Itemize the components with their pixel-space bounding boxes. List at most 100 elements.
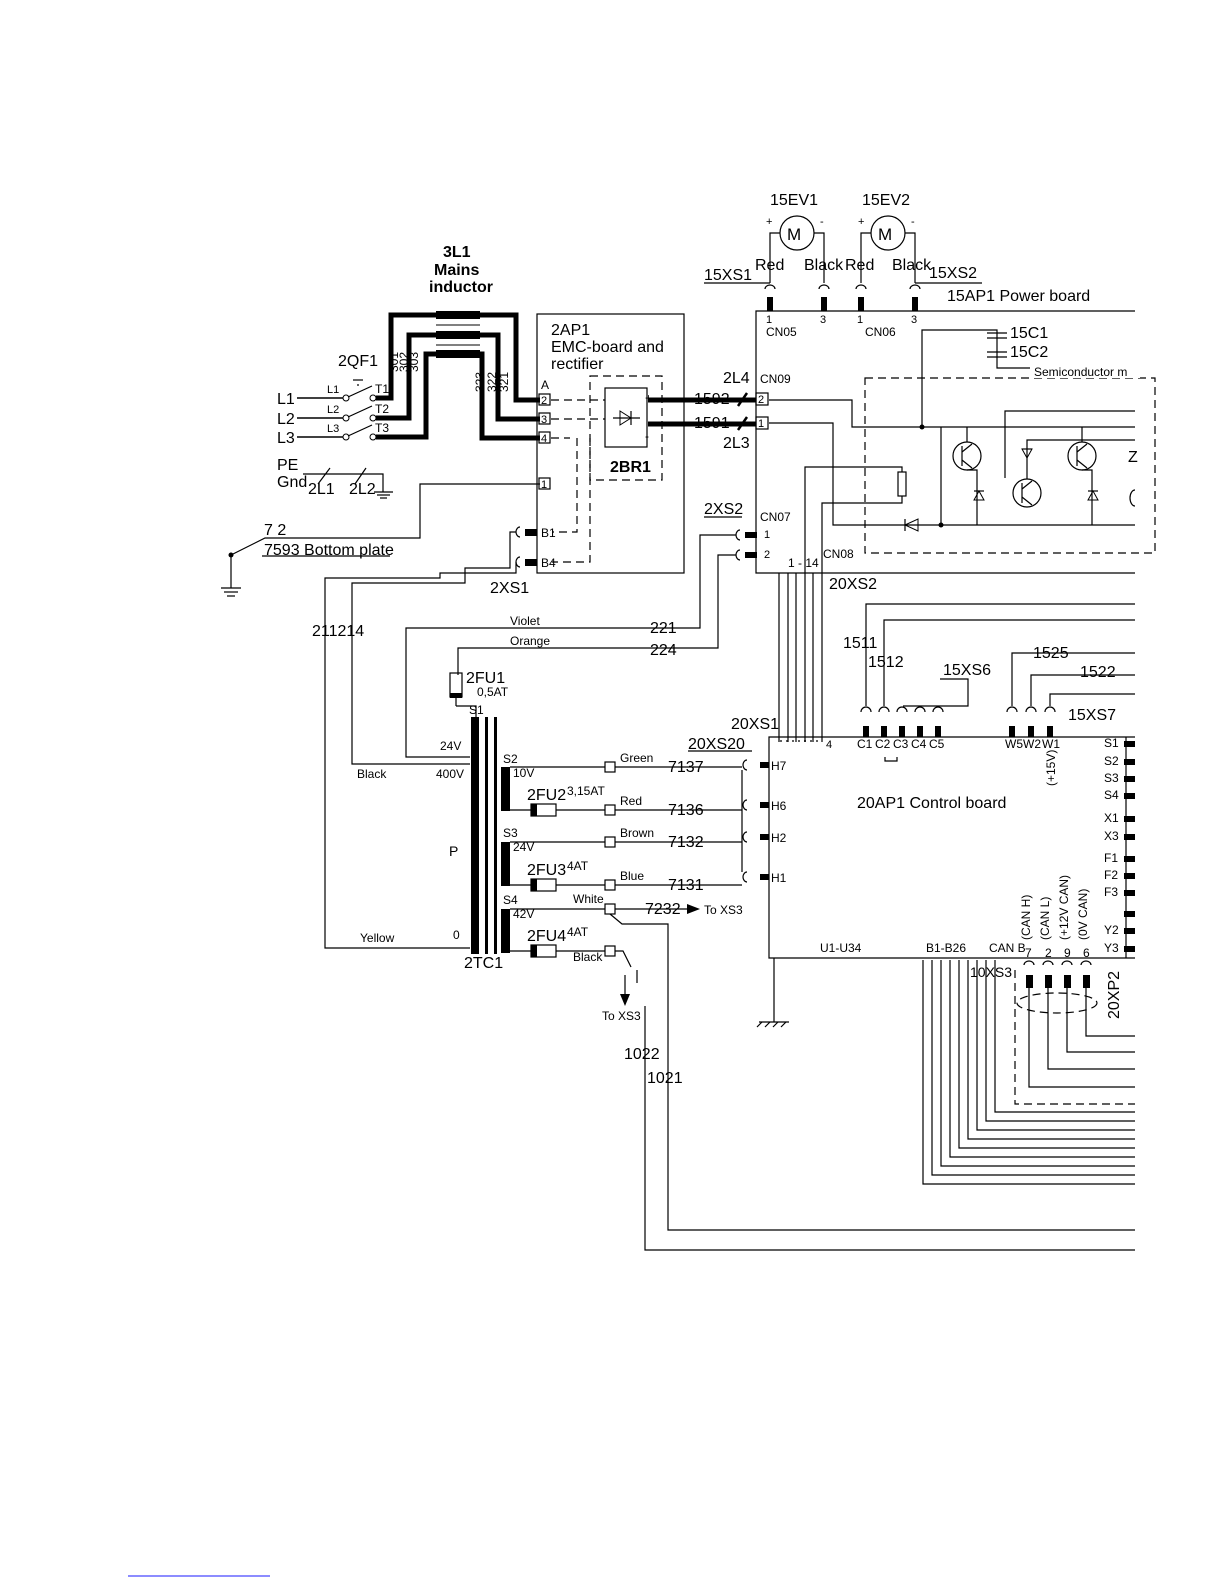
pin-f3: F3 bbox=[1104, 885, 1118, 899]
fan2-plus: + bbox=[858, 216, 864, 228]
pin-h6: H6 bbox=[771, 799, 787, 813]
fan2-black: Black bbox=[892, 257, 932, 274]
xs2-supply: 2XS2 Violet 221 Orange 224 bbox=[405, 501, 743, 758]
can-pin-2: 2 bbox=[1045, 946, 1052, 960]
wire-224: 224 bbox=[650, 642, 677, 659]
cn07-pin2: 2 bbox=[764, 549, 770, 561]
wire-7132: 7132 bbox=[668, 834, 704, 851]
can-b-label: CAN B bbox=[989, 941, 1026, 955]
tc-ref: 2TC1 bbox=[464, 955, 503, 972]
xs7-ref: 15XS7 bbox=[1068, 707, 1116, 724]
s4-label: S4 bbox=[503, 893, 518, 907]
fan2-ref: 15EV2 bbox=[862, 192, 910, 209]
cn05-label: CN05 bbox=[766, 325, 797, 339]
cn05-pin3: 3 bbox=[820, 314, 826, 326]
s2-volt: 10V bbox=[513, 766, 534, 780]
rectifier-minus: - bbox=[645, 429, 649, 443]
breaker-2qf1: 2QF1 L1 L2 L3 L1 L2 L3 T1 T2 T3 bbox=[277, 353, 389, 447]
fu1-rating: 0,5AT bbox=[477, 685, 509, 699]
cap-15c2: 15C2 bbox=[1010, 344, 1048, 361]
tc-24v: 24V bbox=[440, 739, 461, 753]
pin-c3: C3 bbox=[893, 737, 909, 751]
wire-1512: 1512 bbox=[868, 654, 904, 671]
fan-15ev2: 15EV2 M + - Red Black bbox=[845, 192, 932, 283]
inductor-label-2: inductor bbox=[429, 279, 493, 296]
motor-icon: M bbox=[878, 225, 892, 244]
input-l1: L1 bbox=[277, 391, 295, 408]
fu4-rating: 4AT bbox=[567, 925, 589, 939]
emc-pin-3: 3 bbox=[541, 414, 547, 426]
pin-c2: C2 bbox=[875, 737, 891, 751]
zener-icon: Z bbox=[1128, 449, 1138, 466]
pe-label: PE bbox=[277, 457, 298, 474]
input-l2: L2 bbox=[277, 411, 295, 428]
xs2-20-ref: 20XS2 bbox=[829, 576, 877, 593]
inductor-ref: 3L1 bbox=[443, 244, 471, 261]
fan1-plus: + bbox=[766, 216, 772, 228]
fan1-red: Red bbox=[755, 257, 784, 274]
cn08-label: CN08 bbox=[823, 547, 854, 561]
fan2-minus: - bbox=[911, 216, 915, 228]
cn09-pin1: 1 bbox=[758, 418, 764, 430]
emc-pin-a: A bbox=[541, 378, 549, 392]
can-12v-label: (+12V CAN) bbox=[1057, 875, 1071, 940]
xs3-10-ref: 10XS3 bbox=[970, 964, 1012, 980]
xs1-pin4: 4 bbox=[826, 739, 832, 751]
cn06-label: CN06 bbox=[865, 325, 896, 339]
control-board-20ap1: 20AP1 Control board 20XS1 20XS20 4 C1 C2… bbox=[688, 716, 1135, 1185]
pin-f1: F1 bbox=[1104, 851, 1118, 865]
s3-label: S3 bbox=[503, 826, 518, 840]
wire-302: 302 bbox=[397, 352, 411, 372]
fan-xs1: 15XS1 bbox=[704, 267, 752, 284]
cn05-pin1: 1 bbox=[766, 314, 772, 326]
emc-pin-1: 1 bbox=[541, 479, 547, 491]
wire-1525: 1525 bbox=[1033, 645, 1069, 662]
input-l3: L3 bbox=[277, 430, 295, 447]
pin-y3: Y3 bbox=[1104, 941, 1119, 955]
emc-pin-2: 2 bbox=[541, 395, 547, 407]
pole-t3: T3 bbox=[375, 421, 389, 435]
orange-label: Orange bbox=[510, 634, 550, 648]
power-board-title: 15AP1 Power board bbox=[947, 288, 1090, 305]
emc-pin-b4: B4 bbox=[541, 556, 556, 570]
xs1-wires: 211214 bbox=[312, 623, 364, 640]
emc-ref: 2AP1 bbox=[551, 322, 590, 339]
dc-2l4: 2L4 bbox=[723, 370, 750, 387]
to-xs3-down: To XS3 bbox=[602, 1009, 641, 1023]
inductor-label-1: Mains bbox=[434, 262, 479, 279]
fan-15ev1: 15EV1 M + - Red Black bbox=[755, 192, 844, 283]
motor-icon: M bbox=[787, 225, 801, 244]
wire-322: 322 bbox=[485, 372, 499, 392]
wire-303: 303 bbox=[407, 352, 421, 372]
pin-w1: W1 bbox=[1042, 737, 1060, 751]
pole-l1: L1 bbox=[327, 384, 339, 396]
cn07-label: CN07 bbox=[760, 510, 791, 524]
cap-15c1: 15C1 bbox=[1010, 325, 1048, 342]
violet-label: Violet bbox=[510, 614, 540, 628]
bottom-plate-label: 7593 Bottom plate bbox=[264, 542, 394, 559]
gnd-label: Gnd bbox=[277, 474, 307, 491]
wire-221: 221 bbox=[650, 620, 677, 637]
wire-1022: 1022 bbox=[624, 1046, 660, 1063]
output-terminals: Green 7137 Red 7136 Brown 7132 Blue 7131… bbox=[573, 751, 1135, 1251]
pin-s2: S2 bbox=[1104, 754, 1119, 768]
pole-l2: L2 bbox=[327, 404, 339, 416]
cn07-pin1: 1 bbox=[764, 529, 770, 541]
wire-323: 323 bbox=[473, 372, 487, 392]
wire-301: 301 bbox=[387, 352, 401, 372]
can-l-label: (CAN L) bbox=[1038, 897, 1052, 940]
wire-1511: 1511 bbox=[843, 635, 878, 652]
emc-label-2: rectifier bbox=[551, 356, 604, 373]
pole-t2: T2 bbox=[375, 402, 389, 416]
pin-s1: S1 bbox=[1104, 736, 1119, 750]
wire-7137: 7137 bbox=[668, 759, 704, 776]
s4-volt: 42V bbox=[513, 907, 534, 921]
tc-yellow: Yellow bbox=[360, 931, 395, 945]
fan-connectors: 15XS1 15XS2 1 3 1 3 CN05 CN06 bbox=[704, 265, 982, 339]
dc-link: 2L4 2L3 1592 1591 bbox=[648, 370, 756, 452]
out-green: Green bbox=[620, 751, 653, 765]
pole-l3: L3 bbox=[327, 423, 339, 435]
cn06-pin1: 1 bbox=[857, 314, 863, 326]
breaker-ref: 2QF1 bbox=[338, 353, 378, 370]
